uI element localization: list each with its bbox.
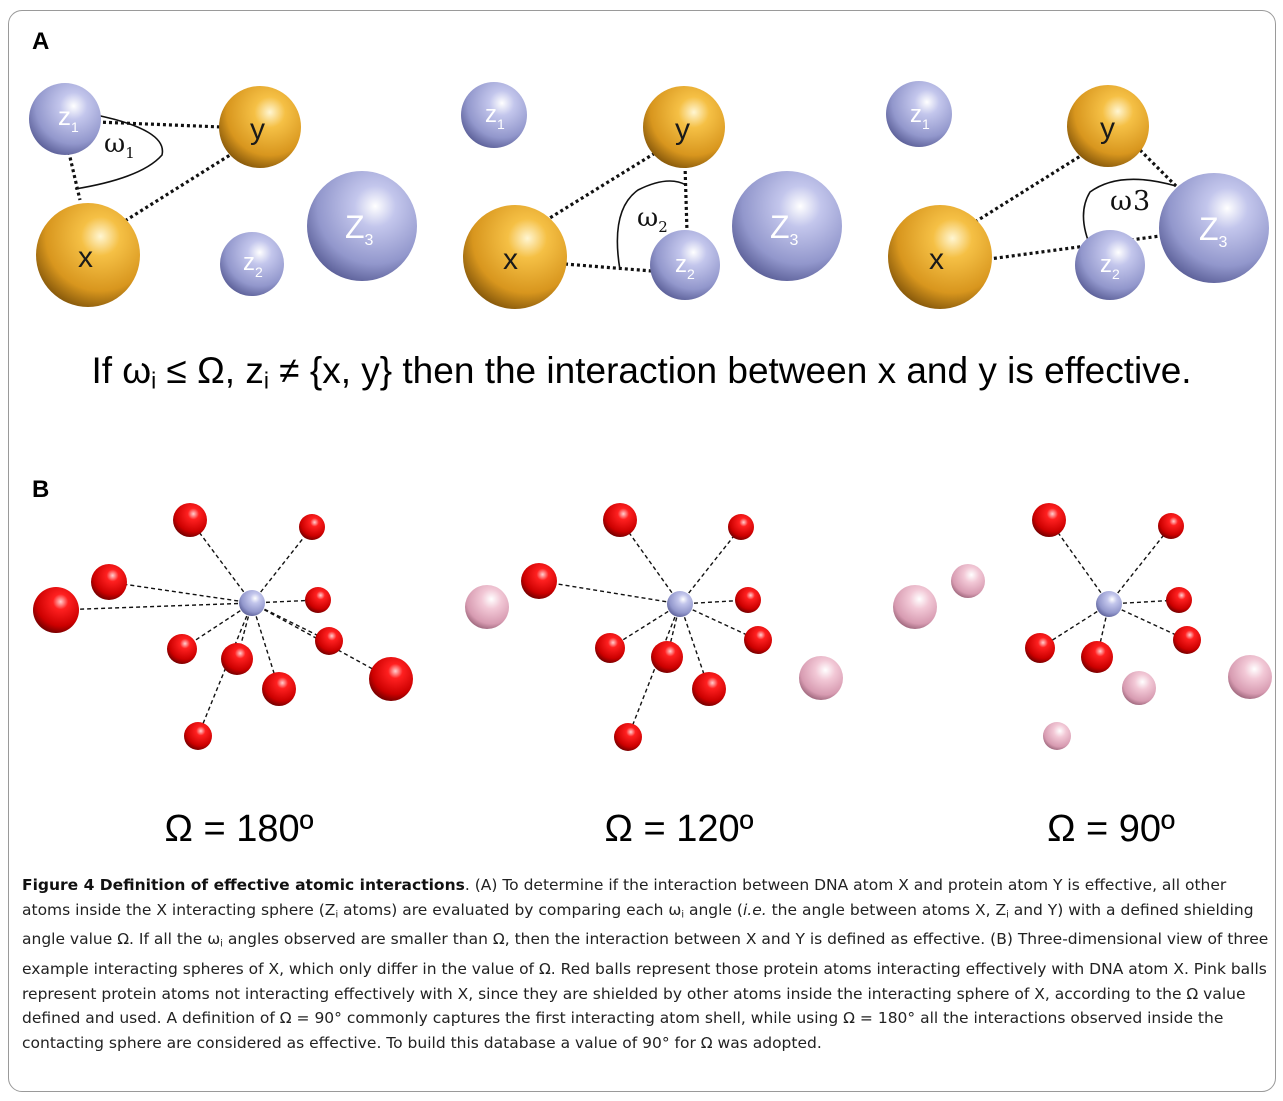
label-y: y <box>675 113 690 146</box>
panel-b-letter: B <box>32 476 50 503</box>
protein-atom-effective <box>305 587 331 613</box>
protein-atom-effective <box>369 657 413 701</box>
atom-y <box>643 86 725 168</box>
bond-z1-x <box>64 139 82 201</box>
protein-atom-effective <box>614 723 642 751</box>
atom-z3 <box>307 171 417 281</box>
protein-atom-effective <box>33 587 79 633</box>
label-y: y <box>1100 112 1115 145</box>
protein-atom-effective <box>744 626 772 654</box>
effectiveness-rule: If ωi ≤ Ω, zi ≠ {x, y} then the interact… <box>91 350 1192 394</box>
protein-atom-effective <box>184 722 212 750</box>
label-z3: Z3 <box>1199 211 1228 251</box>
bond-z1-y <box>96 120 223 129</box>
dna-atom-x <box>667 591 693 617</box>
label-x: x <box>929 243 944 276</box>
protein-atom-effective <box>1158 513 1184 539</box>
bond-y-z3 <box>1138 148 1178 188</box>
atom-z1 <box>29 83 101 155</box>
atom-z2 <box>650 230 720 300</box>
protein-atom-effective <box>1032 503 1066 537</box>
protein-atom-effective <box>315 627 343 655</box>
atom-x <box>463 205 567 309</box>
label-z2: z2 <box>243 249 263 280</box>
protein-atom-shielded <box>1228 655 1272 699</box>
atom-z1 <box>886 81 952 147</box>
protein-atom-shielded <box>951 564 985 598</box>
label-z3: Z3 <box>345 209 374 249</box>
protein-atom-effective <box>167 634 197 664</box>
label-omega-2: ω2 <box>637 203 668 236</box>
protein-atom-effective <box>91 564 127 600</box>
label-z1: z1 <box>910 101 930 132</box>
interacting-sphere-90 <box>893 503 1272 750</box>
atom-x <box>888 205 992 309</box>
scene-1: z1 y x z2 Z3 ω1 <box>29 83 417 307</box>
bond-x-y <box>119 148 239 226</box>
label-z3: Z3 <box>770 209 799 249</box>
protein-atom-shielded <box>1122 671 1156 705</box>
omega-label-180: Ω = 180º <box>164 808 314 850</box>
panel-a-letter: A <box>32 28 50 55</box>
protein-atom-effective <box>221 643 253 675</box>
atom-y <box>219 86 301 168</box>
label-x: x <box>503 243 518 276</box>
label-z2: z2 <box>675 251 695 282</box>
protein-atom-effective <box>1081 641 1113 673</box>
panel-b-diagram <box>33 503 1272 751</box>
protein-atom-effective <box>595 633 625 663</box>
protein-atom-shielded <box>1043 722 1071 750</box>
atom-z2 <box>220 232 284 296</box>
label-z1: z1 <box>58 101 79 135</box>
dna-atom-x <box>1096 591 1122 617</box>
protein-atom-shielded <box>799 656 843 700</box>
label-omega-3: ω3 <box>1110 186 1150 217</box>
protein-atom-shielded <box>465 585 509 629</box>
protein-atom-effective <box>651 641 683 673</box>
bond-x-z2 <box>564 262 653 273</box>
bond-y-z2 <box>683 164 689 233</box>
label-z1: z1 <box>485 101 505 132</box>
protein-atom-effective <box>1173 626 1201 654</box>
omega-label-90: Ω = 90º <box>1047 808 1175 850</box>
dna-atom-x <box>239 590 265 616</box>
atom-z3 <box>732 171 842 281</box>
label-omega-1: ω1 <box>104 129 135 162</box>
caption-title: Figure 4 Definition of effective atomic … <box>22 876 465 894</box>
protein-atom-shielded <box>893 585 937 629</box>
label-y: y <box>250 113 265 146</box>
protein-atom-effective <box>692 672 726 706</box>
panel-a-diagram: z1 y x z2 Z3 ω1 z1 <box>29 81 1269 309</box>
interacting-sphere-120 <box>465 503 843 751</box>
atom-z2 <box>1075 230 1145 300</box>
scene-3: z1 y x z2 Z3 ω3 <box>886 81 1269 309</box>
angle-arc-omega-3 <box>1082 178 1177 251</box>
angle-arc-omega-2 <box>616 180 687 271</box>
figure-caption: Figure 4 Definition of effective atomic … <box>22 876 1269 1052</box>
protein-atom-effective <box>735 587 761 613</box>
protein-atom-effective <box>262 672 296 706</box>
label-x: x <box>78 241 93 274</box>
scene-2: z1 y x z2 Z3 ω2 <box>461 82 842 309</box>
protein-atom-effective <box>173 503 207 537</box>
atom-y <box>1067 85 1149 167</box>
protein-atom-effective <box>1025 633 1055 663</box>
angle-arc-omega-1 <box>74 114 164 190</box>
atom-z3 <box>1159 173 1269 283</box>
bond-x-y <box>974 153 1083 224</box>
protein-atom-effective <box>728 514 754 540</box>
atom-x <box>36 203 140 307</box>
protein-atom-effective <box>1166 587 1192 613</box>
protein-atom-effective <box>299 514 325 540</box>
interacting-sphere-180 <box>33 503 413 750</box>
protein-atom-effective <box>603 503 637 537</box>
atom-z1 <box>461 82 527 148</box>
label-z2: z2 <box>1100 251 1120 282</box>
protein-atom-effective <box>521 563 557 599</box>
figure-frame <box>8 10 1276 1092</box>
omega-label-120: Ω = 120º <box>604 808 754 850</box>
